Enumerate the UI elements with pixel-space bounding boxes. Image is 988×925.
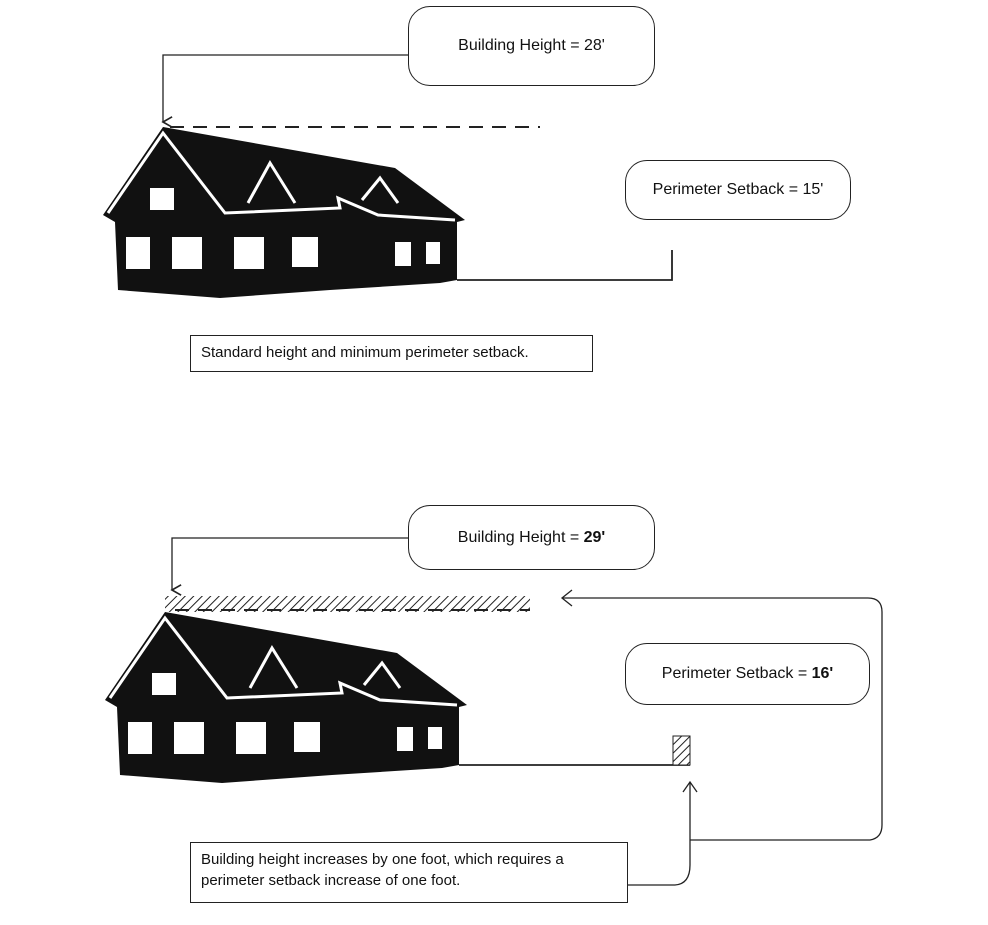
bottom-house [103, 610, 469, 785]
setback-arrowhead [682, 780, 698, 793]
bottom-setback-text: Perimeter Setback = 16' [662, 665, 833, 683]
top-setback-line [457, 250, 673, 281]
connector-to-setback [628, 782, 691, 886]
bottom-height-text: Building Height = 29' [458, 529, 605, 547]
bottom-building-height-label: Building Height = 29' [408, 505, 655, 570]
height-increase-hatch [165, 596, 530, 612]
top-perimeter-setback-label: Perimeter Setback = 15' [625, 160, 851, 220]
top-height-arrow [163, 54, 408, 122]
bottom-height-value: 29' [583, 528, 606, 546]
connector-to-height [562, 597, 883, 841]
top-setback-text: Perimeter Setback = 15' [652, 181, 824, 198]
top-caption: Standard height and minimum perimeter se… [190, 335, 593, 372]
bottom-caption: Building height increases by one foot, w… [190, 842, 628, 903]
setback-increase-hatch [672, 735, 691, 766]
top-building-height-label: Building Height = 28' [408, 6, 655, 86]
height-arrowhead [560, 589, 573, 607]
top-height-text: Building Height = 28' [458, 37, 605, 54]
bottom-setback-prefix: Perimeter Setback = [661, 665, 812, 682]
bottom-perimeter-setback-label: Perimeter Setback = 16' [625, 643, 870, 705]
bottom-height-prefix: Building Height = [457, 528, 584, 546]
top-house [101, 125, 467, 300]
bottom-setback-value: 16' [811, 665, 834, 682]
bottom-height-arrow [172, 537, 408, 590]
